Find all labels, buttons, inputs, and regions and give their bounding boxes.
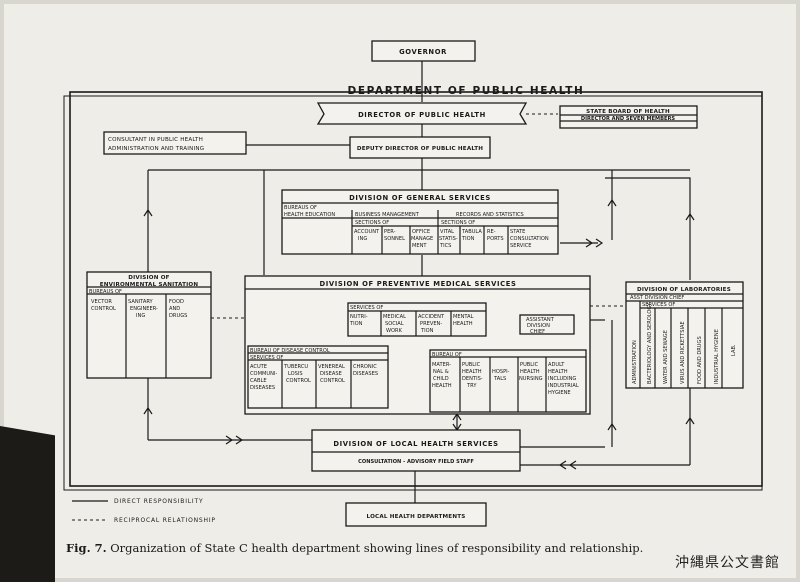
- gs-sections-of-2: SECTIONS OF: [441, 220, 475, 226]
- svc-adult-health: ADULT HEALTH INCLUDING INDUSTRIAL HYGIEN…: [548, 362, 580, 396]
- environmental-sanitation-division: DIVISION OF ENVIRONMENTAL SANITATION BUR…: [86, 271, 212, 379]
- department-frame-shadow: [63, 95, 763, 491]
- svc-tuberculosis: TUBERCU LOSIS CONTROL: [283, 364, 311, 384]
- preventive-medical-division: DIVISION OF PREVENTIVE MEDICAL SERVICES …: [244, 275, 591, 415]
- svc-chronic: CHRONIC DISEASES: [353, 364, 378, 377]
- env-title-1: DIVISION OF: [128, 275, 169, 281]
- lab-col-administration: ADMINISTRATION: [632, 340, 638, 384]
- lab-asst-chief: ASST DIVISION CHIEF: [630, 295, 684, 301]
- local-services-sub: CONSULTATION - ADVISORY FIELD STAFF: [358, 459, 474, 465]
- svc-nursing: PUBLIC HEALTH NURSING: [519, 362, 543, 382]
- state-board-title: STATE BOARD OF HEALTH: [586, 109, 670, 115]
- figure-number: Fig. 7.: [66, 541, 107, 555]
- disease-services-of: SERVICES OF: [250, 355, 283, 361]
- env-bureaus-of: BUREAUS OF: [89, 289, 122, 295]
- direct-lines: [147, 61, 691, 503]
- gs-state-consultation: STATE CONSULTATION SERVICE: [510, 229, 550, 249]
- general-services-title: DIVISION OF GENERAL SERVICES: [349, 194, 491, 202]
- gs-business-management: BUSINESS MANAGEMENT: [355, 212, 420, 218]
- svc-acute-communicable: ACUTE COMMUNI- CABLE DISEASES: [250, 364, 279, 391]
- laboratories-division: DIVISION OF LABORATORIES ASST DIVISION C…: [625, 281, 744, 389]
- env-food-drugs: FOOD AND DRUGS: [169, 299, 187, 319]
- svc-venereal: VENEREAL DISEASE CONTROL: [318, 364, 346, 384]
- director-label: DIRECTOR OF PUBLIC HEALTH: [358, 111, 486, 119]
- gs-reports: RE- PORTS: [487, 229, 504, 242]
- archive-watermark: 沖縄県公文書館: [675, 555, 780, 571]
- env-vector-control: VECTOR CONTROL: [91, 299, 116, 312]
- gs-records-statistics: RECORDS AND STATISTICS: [456, 212, 524, 218]
- bureau-of-label: BUREAU OF: [432, 352, 462, 358]
- gs-accounting: ACCOUNT ING: [354, 229, 381, 242]
- gs-personnel: PER- SONNEL: [384, 229, 405, 242]
- consultant-line-2: ADMINISTRATION AND TRAINING: [108, 146, 204, 152]
- svc-mental: MENTAL HEALTH: [453, 314, 475, 327]
- gs-health-education: HEALTH EDUCATION: [284, 212, 335, 218]
- local-departments-box: [345, 502, 487, 527]
- consultant-box: [103, 131, 247, 155]
- department-title: DEPARTMENT OF PUBLIC HEALTH: [348, 85, 585, 97]
- local-departments-label: LOCAL HEALTH DEPARTMENTS: [367, 514, 466, 520]
- reciprocal-lines: [211, 113, 626, 319]
- lab-services-of: SERVICES OF: [642, 302, 675, 308]
- arrowheads: [143, 198, 695, 470]
- gs-office-management: OFFICE MANAGE MENT: [411, 229, 435, 249]
- gs-bureaus-of: BUREAUS OF: [284, 205, 317, 211]
- local-health-services-division: DIVISION OF LOCAL HEALTH SERVICES CONSUL…: [311, 429, 521, 472]
- deputy-label: DEPUTY DIRECTOR OF PUBLIC HEALTH: [357, 146, 483, 152]
- state-board-box: [559, 105, 698, 129]
- preventive-services-of: SERVICES OF: [350, 305, 383, 311]
- state-board-sub: DIRECTOR AND SEVEN MEMBERS: [581, 116, 675, 122]
- lab-col-virus: VIRUS AND RICKETTSIAE: [680, 321, 686, 384]
- bureau-disease-control: BUREAU OF DISEASE CONTROL: [250, 348, 330, 354]
- dark-edge: [0, 426, 55, 582]
- governor-box: [371, 40, 476, 62]
- gs-sections-of-1: SECTIONS OF: [355, 220, 389, 226]
- lab-title: DIVISION OF LABORATORIES: [637, 287, 731, 293]
- env-title-2: ENVIRONMENTAL SANITATION: [100, 282, 199, 288]
- lab-col-food-drugs: FOOD AND DRUGS: [697, 336, 703, 384]
- local-services-title: DIVISION OF LOCAL HEALTH SERVICES: [333, 440, 498, 448]
- lab-col-industrial-hygiene: INDUSTRIAL HYGIENE: [714, 329, 720, 384]
- svc-hospitals: HOSPI- TALS: [492, 369, 511, 382]
- deputy-box: [349, 136, 491, 159]
- legend-reciprocal: RECIPROCAL RELATIONSHIP: [114, 517, 216, 524]
- svc-medical-social: MEDICAL SOCIAL WORK: [383, 314, 408, 334]
- director-box: [316, 102, 528, 125]
- svc-nutrition: NUTRI- TION: [349, 314, 369, 327]
- preventive-title: DIVISION OF PREVENTIVE MEDICAL SERVICES: [320, 280, 517, 288]
- legend-direct: DIRECT RESPONSIBILITY: [114, 498, 203, 505]
- lab-col-water-sewage: WATER AND SEWAGE: [663, 330, 669, 384]
- governor-label: GOVERNOR: [399, 48, 447, 56]
- assistant-division-chief: ASSISTANT DIVISION CHIEF: [526, 317, 555, 335]
- lab-col-bacteriology: BACTERIOLOGY AND SEROLOGY: [647, 302, 653, 384]
- svc-dentistry: PUBLIC HEALTH DENTIS- TRY: [462, 362, 484, 389]
- env-sanitary-engineering: SANITARY ENGINEER- ING: [128, 299, 160, 319]
- lab-col-lab: LAB.: [731, 344, 737, 356]
- figure-caption: Fig. 7. Organization of State C health d…: [66, 541, 643, 555]
- svc-accident: ACCIDENT PREVEN- TION: [418, 314, 446, 334]
- consultant-line-1: CONSULTANT IN PUBLIC HEALTH: [108, 137, 203, 143]
- legend: DIRECT RESPONSIBILITY RECIPROCAL RELATIO…: [72, 498, 216, 524]
- svc-maternal-child: MATER- NAL & CHILD HEALTH: [432, 362, 453, 389]
- figure-caption-text: Organization of State C health departmen…: [110, 541, 644, 555]
- gs-vital-statistics: VITAL STATIS- TICS: [439, 229, 459, 249]
- gs-tabulation: TABULA TION: [461, 229, 484, 242]
- general-services-division: DIVISION OF GENERAL SERVICES BUREAUS OF …: [281, 189, 559, 255]
